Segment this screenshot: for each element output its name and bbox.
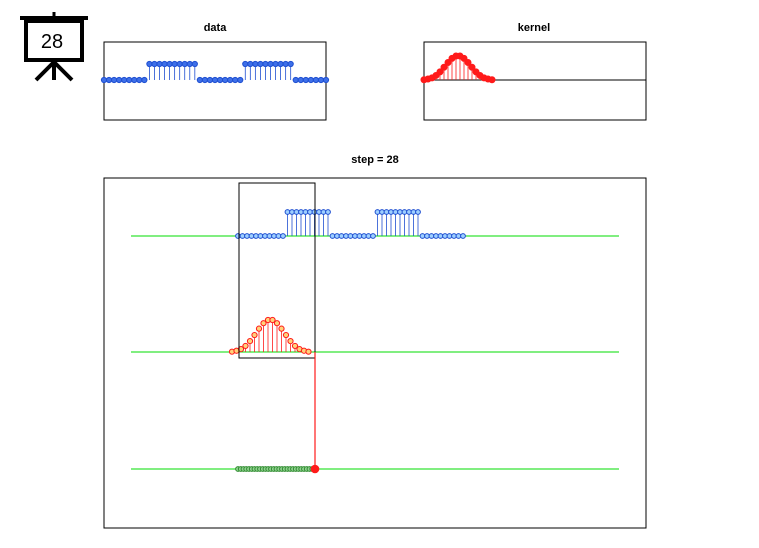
data-top-point <box>105 76 113 84</box>
data-top-point <box>307 76 314 84</box>
data-top-point <box>126 76 133 84</box>
step-data-point <box>280 233 286 239</box>
step-kernel-point <box>269 316 276 324</box>
data-top-point <box>151 60 158 68</box>
step-kernel-point <box>282 331 290 339</box>
data-top-point <box>242 60 249 68</box>
data-top-point <box>252 60 259 68</box>
slide-number: 28 <box>41 31 63 53</box>
step-data-point <box>415 209 421 215</box>
slide-badge: 28 <box>20 12 88 82</box>
data-top-point <box>166 60 173 68</box>
projector-screen-icon <box>20 12 88 82</box>
step-kernel-point <box>242 342 249 350</box>
kernel-top-point <box>464 58 472 66</box>
step-kernel-point <box>255 325 263 332</box>
step-kernel-point <box>260 320 267 327</box>
data-top-point <box>232 76 239 84</box>
data-top-point <box>312 76 320 84</box>
kernel-top-point <box>488 76 496 84</box>
data-top-point <box>141 76 148 84</box>
step-plot-frame <box>103 177 647 529</box>
data-top-point <box>322 76 330 84</box>
data-top-point <box>191 60 198 68</box>
step-data-point <box>460 233 466 239</box>
data-top-point <box>196 76 203 84</box>
data-top-point <box>116 76 123 84</box>
step-kernel-point <box>291 342 299 350</box>
kernel-plot: kernel <box>420 22 647 121</box>
kernel-top-point <box>444 58 452 66</box>
data-top-point <box>110 76 118 84</box>
kernel-top-point <box>440 63 448 71</box>
data-top-point <box>262 60 269 68</box>
data-top-point <box>201 76 209 84</box>
data-top-point <box>100 76 108 84</box>
kernel-top-point <box>436 68 444 76</box>
step-window <box>238 182 316 359</box>
data-top-point <box>211 76 219 84</box>
data-top-point <box>136 76 143 84</box>
step-data-point <box>370 233 376 239</box>
data-top-point <box>221 76 229 84</box>
data-top-point <box>277 60 284 68</box>
step-plot: step = 28 <box>103 154 647 529</box>
step-kernel-point <box>251 331 258 339</box>
data-top-point <box>247 60 254 68</box>
data-top-point <box>161 60 168 68</box>
data-top-point <box>131 76 138 84</box>
step-kernel-point <box>246 338 254 345</box>
step-kernel-point <box>273 320 281 327</box>
kernel-top-point <box>460 54 468 62</box>
data-top-point <box>227 76 234 84</box>
step-kernel-point <box>305 348 312 355</box>
data-top-point <box>272 60 279 68</box>
data-top-point <box>186 60 193 68</box>
data-top-point <box>287 60 294 68</box>
data-top-point <box>181 60 188 68</box>
step-data-point <box>325 209 331 215</box>
data-top-point <box>302 76 309 84</box>
data-top-point <box>156 60 163 68</box>
data-top-point <box>237 76 244 84</box>
data-top-point <box>171 60 178 68</box>
data-top-point <box>292 76 299 84</box>
kernel-top-point <box>468 63 476 71</box>
data-top-point <box>267 60 274 68</box>
kernel-plot-title: kernel <box>518 22 550 34</box>
data-top-point <box>297 76 304 84</box>
data-top-point <box>282 60 289 68</box>
step-kernel-point <box>237 346 245 353</box>
data-top-point <box>206 76 214 84</box>
data-top-point <box>176 60 183 68</box>
data-top-point <box>257 60 264 68</box>
data-plot-title: data <box>204 22 228 34</box>
data-plot: data <box>100 22 330 121</box>
data-top-point <box>121 76 128 84</box>
data-top-point <box>216 76 224 84</box>
data-top-point <box>317 76 325 84</box>
step-kernel-point <box>278 325 285 332</box>
step-kernel-point <box>287 338 294 345</box>
step-plot-title: step = 28 <box>351 154 398 166</box>
data-top-point <box>146 60 153 68</box>
